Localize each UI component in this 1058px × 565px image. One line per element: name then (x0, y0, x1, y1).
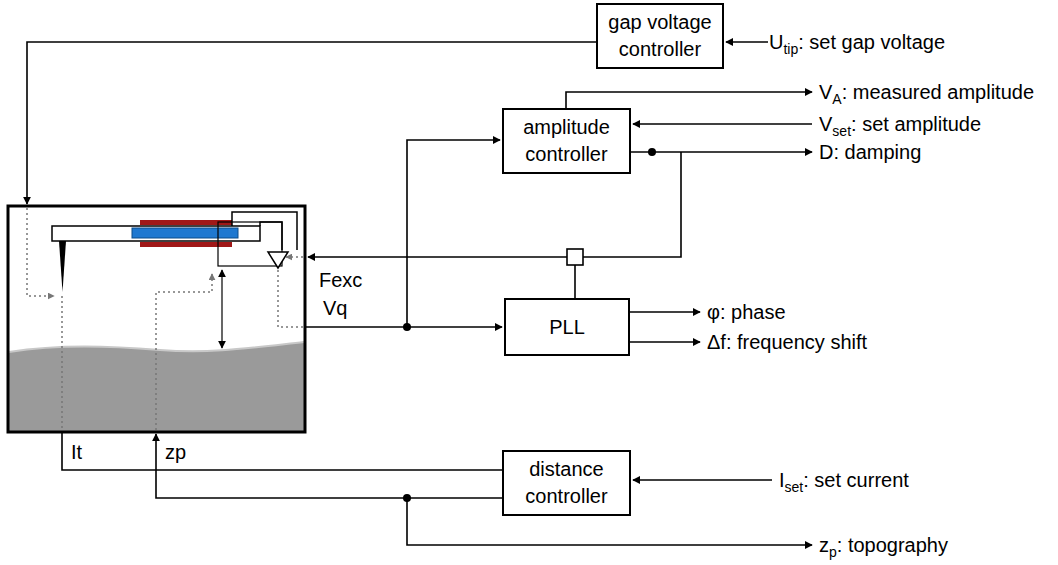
signal-label: It (70, 440, 83, 464)
controller-box: gap voltage controller (596, 3, 724, 69)
controller-box: amplitude controller (502, 108, 631, 174)
signal-wires (27, 42, 812, 545)
signal-label: Fexc (318, 268, 363, 292)
signal-label: Δf: frequency shift (706, 330, 868, 354)
junction-dot (680, 151, 681, 152)
qplus-sensor (52, 226, 260, 241)
microscope-housing (8, 206, 305, 432)
junction-dot (403, 494, 411, 502)
signal-label: D: damping (818, 140, 922, 164)
qplus-sensor (52, 212, 297, 292)
signal-label: Iset: set current (778, 468, 910, 492)
internal-signal-paths (156, 274, 212, 430)
signal-wires (633, 479, 772, 481)
signal-wires (156, 434, 502, 498)
signal-wires (407, 140, 500, 327)
internal-signal-paths (27, 208, 303, 430)
qplus-sensor (59, 241, 66, 292)
signal-wires (630, 311, 700, 313)
signal-wires (633, 123, 812, 125)
qplus-sensor (132, 228, 238, 238)
distance-arrow (221, 270, 222, 348)
signal-wires (631, 151, 812, 153)
signal-label: Vset: set amplitude (818, 112, 982, 136)
qplus-sensor (268, 252, 288, 268)
signal-label: φ: phase (706, 300, 787, 324)
box-label: gap voltage controller (604, 9, 716, 63)
box-label: distance controller (510, 456, 623, 510)
junction-dot (648, 148, 656, 156)
signal-label: Vq (322, 296, 348, 320)
signal-label: Utip: set gap voltage (768, 30, 946, 54)
sample-ground (9, 342, 304, 431)
junction-dot (403, 323, 411, 331)
signal-wires (574, 265, 576, 298)
signal-label: VA: measured amplitude (818, 80, 1035, 104)
signal-label: zp: topography (818, 533, 949, 557)
pll-box: PLL (504, 298, 630, 356)
internal-signal-paths (61, 296, 63, 430)
signal-wires (566, 92, 812, 108)
box-label: PLL (549, 314, 585, 341)
internal-signal-paths (27, 208, 54, 296)
multiplier-symbol (567, 249, 583, 265)
sample-ground (9, 342, 304, 431)
controller-box: distance controller (502, 450, 631, 516)
box-label: amplitude controller (510, 114, 623, 168)
internal-signal-paths (278, 270, 303, 327)
signal-wires (630, 341, 700, 343)
internal-signal-paths (286, 256, 303, 258)
signal-label: zp (164, 440, 187, 464)
signal-wires (62, 433, 502, 470)
junction-dot (403, 148, 681, 502)
qplus-sensor (232, 212, 297, 250)
